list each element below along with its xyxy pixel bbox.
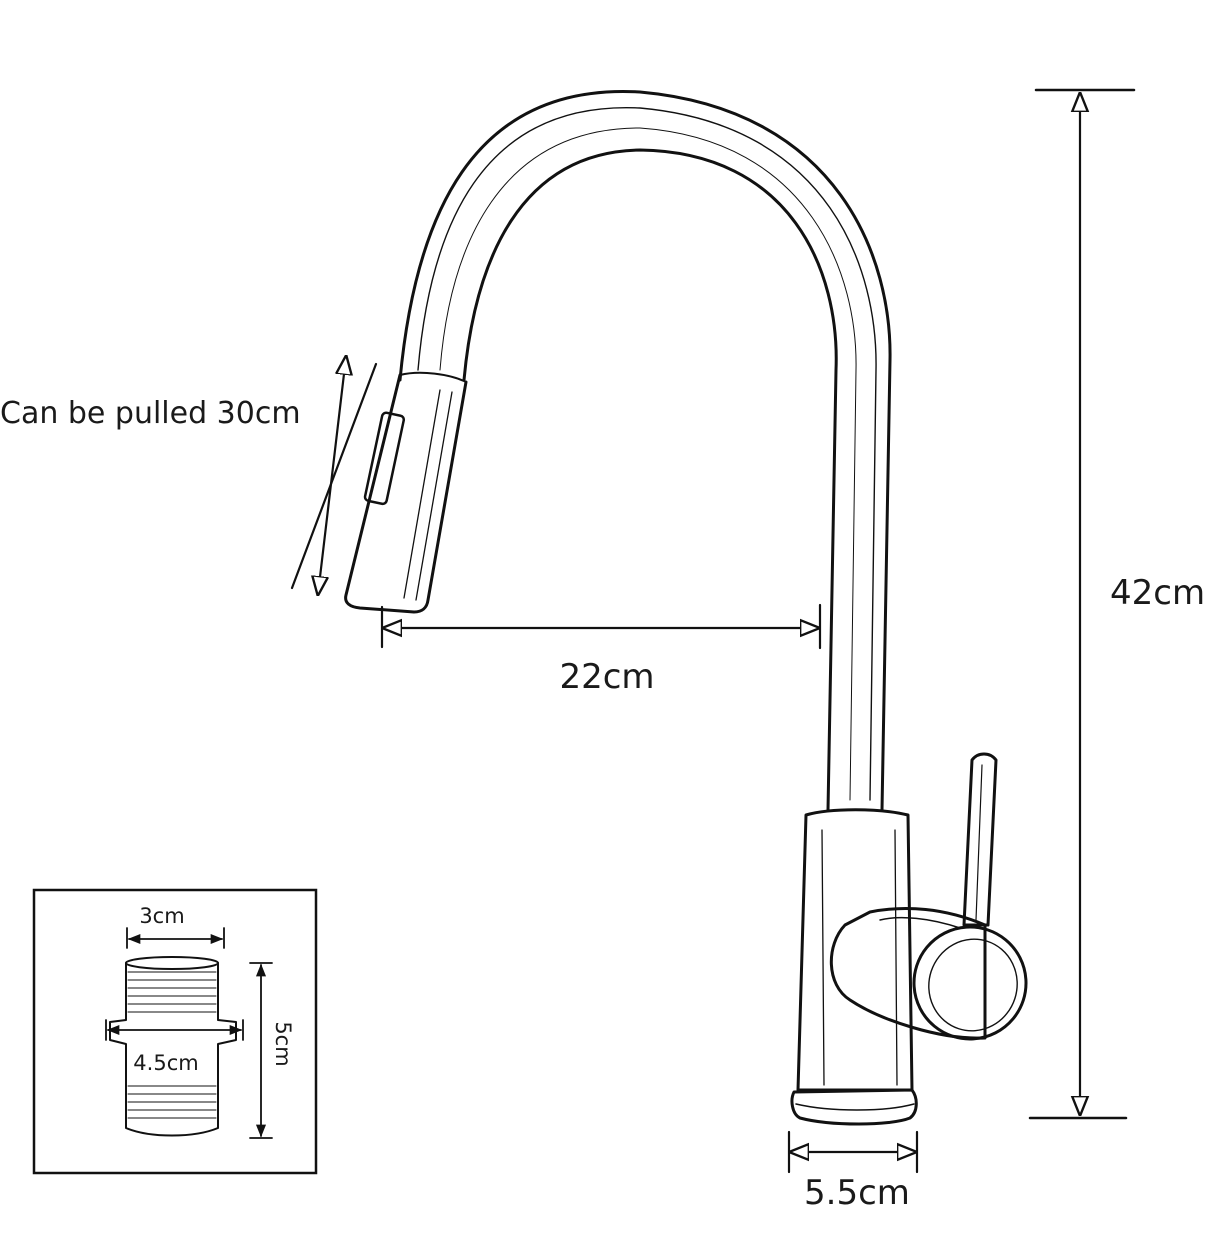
connector-fitting: [109, 956, 237, 1137]
spray-head: [344, 371, 468, 614]
inset-top-width-label: 3cm: [139, 904, 184, 928]
base-dimension: 5.5cm: [787, 1130, 919, 1213]
connector-inset: 3cm 4.5cm 5cm: [32, 888, 318, 1175]
faucet-base-column: [790, 808, 918, 1126]
reach-dimension: 22cm: [380, 603, 822, 697]
lever-handle: [829, 752, 1028, 1041]
base-label: 5.5cm: [804, 1173, 910, 1213]
height-label: 42cm: [1110, 573, 1205, 613]
inset-outer-width-label: 4.5cm: [133, 1051, 198, 1075]
faucet-body: [344, 90, 1028, 1126]
height-dimension: 42cm: [1028, 88, 1205, 1120]
reach-label: 22cm: [559, 657, 654, 697]
pull-out-dimension: Can be pulled 30cm: [0, 357, 378, 594]
inset-height-label: 5cm: [271, 1021, 295, 1066]
pull-out-label: Can be pulled 30cm: [0, 396, 301, 431]
